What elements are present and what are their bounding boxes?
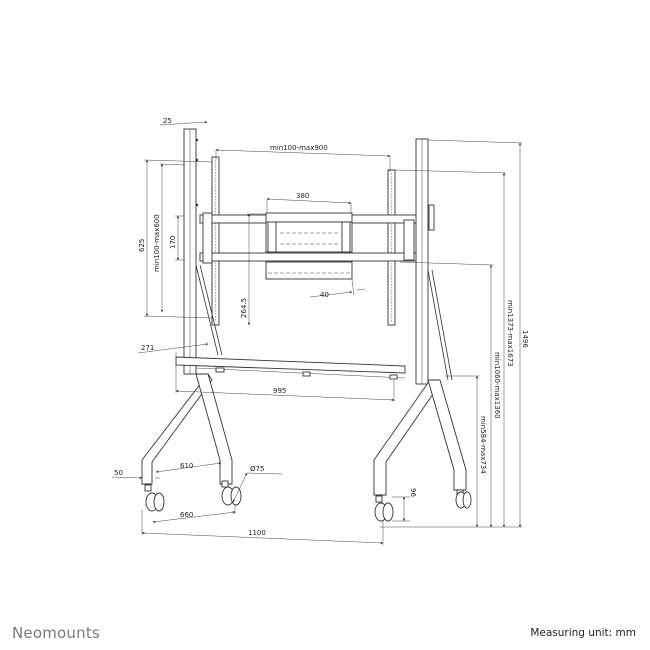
left-base — [141, 373, 233, 485]
svg-text:1100: 1100 — [248, 529, 266, 537]
vesa-plate — [265, 212, 353, 280]
svg-text:170: 170 — [169, 236, 177, 249]
svg-text:625: 625 — [138, 239, 146, 252]
dim-wheel-diameter: Ø75 — [232, 465, 283, 503]
brand-logo: Neomounts — [12, 624, 100, 642]
dim-bracket-width: min100-max900 — [215, 144, 391, 172]
svg-text:min100-max900: min100-max900 — [270, 144, 328, 152]
dim-leg-span: 610 — [155, 462, 222, 473]
svg-text:995: 995 — [273, 387, 286, 395]
svg-text:271: 271 — [141, 344, 154, 352]
dim-castor-height: 96 — [392, 488, 417, 522]
svg-text:264.5: 264.5 — [240, 298, 248, 318]
left-bracket-rail — [211, 156, 220, 326]
svg-text:min1373-max1673: min1373-max1673 — [506, 300, 514, 367]
svg-text:25: 25 — [163, 117, 172, 125]
svg-text:50: 50 — [114, 469, 123, 477]
svg-text:min1060-max1360: min1060-max1360 — [493, 352, 501, 419]
dim-upright-width: 25 — [159, 117, 208, 126]
dim-vesa-width: 380 — [266, 192, 352, 213]
dim-plate-offset: 40 — [309, 279, 366, 299]
dim-shelf-height-range: min584-max734 — [445, 375, 487, 528]
svg-text:min100-max600: min100-max600 — [153, 214, 161, 272]
right-upright — [415, 138, 435, 385]
shelf — [175, 356, 406, 380]
dim-shelf-depth: 271 — [137, 343, 209, 393]
castor-wheels — [144, 480, 472, 522]
right-bracket-rail — [387, 169, 396, 326]
svg-text:min584-max734: min584-max734 — [479, 416, 487, 474]
svg-text:660: 660 — [180, 511, 193, 519]
svg-text:610: 610 — [180, 462, 193, 470]
svg-text:Ø75: Ø75 — [250, 465, 264, 473]
right-base — [373, 379, 467, 496]
svg-text:96: 96 — [409, 488, 417, 497]
dim-bracket-offset: 264.5 — [240, 213, 266, 326]
dim-top-mount-range: min1373-max1673 — [394, 169, 514, 528]
svg-text:1496: 1496 — [521, 330, 529, 348]
dim-total-height: 1496 — [427, 139, 529, 528]
dim-vesa-height: 170 — [169, 215, 185, 261]
dim-mid-mount-range: min1060-max1360 — [399, 261, 501, 528]
svg-text:40: 40 — [320, 291, 329, 299]
dim-625: 625 — [138, 159, 213, 319]
dim-wheel-span: 660 — [152, 505, 236, 523]
dim-shelf-width: 995 — [175, 380, 395, 402]
dim-mount-height-range: min100-max600 — [153, 163, 186, 313]
dim-leg-width: 50 — [111, 469, 160, 480]
diagonal-braces — [195, 264, 453, 381]
measuring-unit-label: Measuring unit: mm — [530, 627, 636, 639]
left-upright — [183, 128, 199, 375]
svg-text:380: 380 — [296, 192, 309, 200]
dim-base-width: 1100 — [141, 510, 384, 545]
